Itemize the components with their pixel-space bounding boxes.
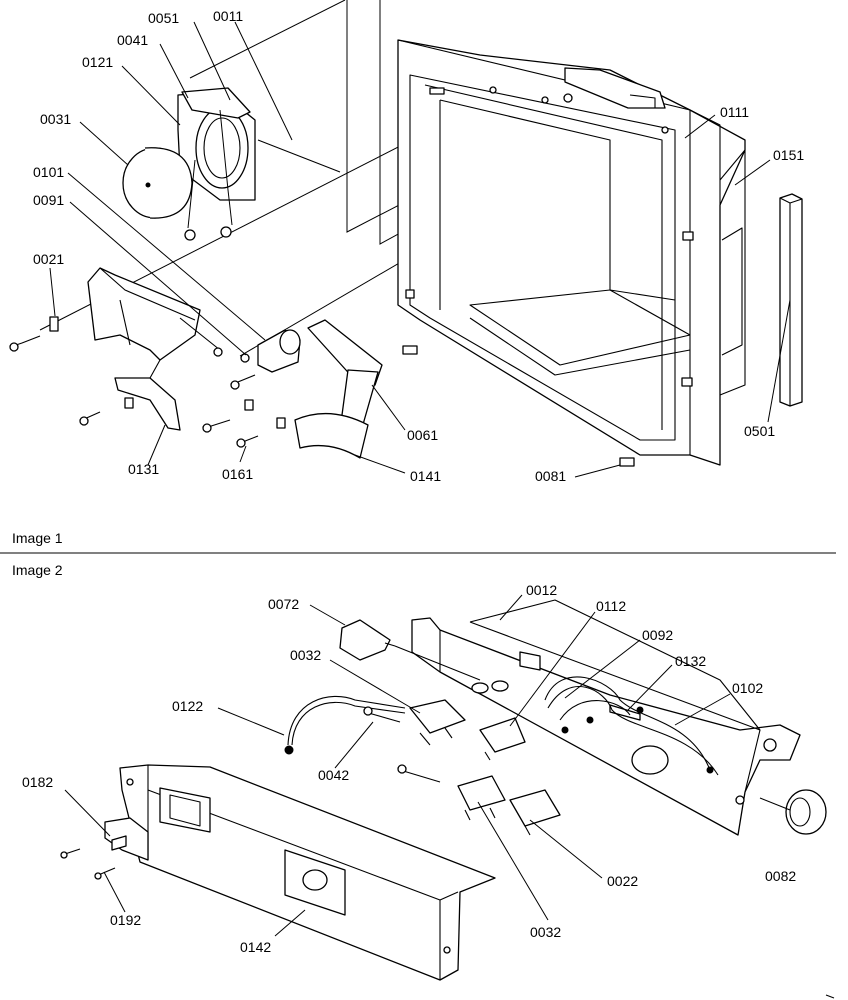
fan-shroud-part	[177, 87, 341, 241]
callout-0081: 0081	[535, 468, 566, 484]
callout-0091: 0091	[33, 192, 64, 208]
callout-0022: 0022	[607, 873, 638, 889]
knob-part	[759, 789, 827, 835]
callout-0021: 0021	[33, 251, 64, 267]
callout-0182: 0182	[22, 774, 53, 790]
callout-0092: 0092	[642, 627, 673, 643]
callout-0011: 0011	[213, 8, 243, 24]
callout-0061: 0061	[407, 427, 438, 443]
callout-0032: 0032	[290, 647, 321, 663]
panel-caption-image1: Image 1	[12, 530, 63, 546]
panel-caption-image2: Image 2	[12, 562, 63, 578]
callout-0161: 0161	[222, 466, 253, 482]
leaders-image1	[49, 21, 791, 478]
corner-arrow-mark	[825, 994, 835, 999]
damper-left-part	[87, 267, 223, 431]
callout-0041: 0041	[117, 32, 148, 48]
image2-panel: Image 2	[12, 562, 835, 999]
connector-part	[339, 619, 481, 681]
callout-0151: 0151	[773, 147, 804, 163]
callout-0132: 0132	[675, 653, 706, 669]
wire-harness-part	[544, 676, 719, 776]
callout-0121: 0121	[82, 54, 113, 70]
callout-0031: 0031	[40, 111, 71, 127]
callout-0141: 0141	[410, 468, 441, 484]
callout-0111: 0111	[720, 104, 749, 120]
callout-0501: 0501	[744, 423, 775, 439]
callout-0102: 0102	[732, 680, 763, 696]
callout-0051: 0051	[148, 10, 179, 26]
labels-image1: 0011 0051 0041 0121 0031 0101 0091 0021 …	[33, 8, 804, 484]
callout-0012: 0012	[526, 582, 557, 598]
callout-0112: 0112	[596, 598, 626, 614]
image1-panel: 0011 0051 0041 0121 0031 0101 0091 0021 …	[9, 0, 804, 546]
callout-0072: 0072	[268, 596, 299, 612]
control-housing-part	[411, 599, 801, 836]
screw-parts	[9, 316, 286, 448]
front-panel-part	[119, 764, 496, 981]
callout-0131: 0131	[128, 461, 159, 477]
callout-0101: 0101	[33, 164, 64, 180]
callout-0042: 0042	[318, 767, 349, 783]
callout-0032-second: 0032	[530, 924, 561, 940]
callout-0122: 0122	[172, 698, 203, 714]
fan-blade-part	[122, 147, 193, 219]
switch-parts	[363, 699, 561, 836]
callout-0082: 0082	[765, 868, 796, 884]
gasket-strip-part	[779, 193, 803, 407]
labels-image2: 0012 0112 0092 0132 0102 0072 0032 0122 …	[22, 582, 796, 955]
leaders-image2	[64, 594, 731, 937]
light-switch-part	[60, 817, 149, 880]
callout-0192: 0192	[110, 912, 141, 928]
callout-0142: 0142	[240, 939, 271, 955]
sensor-wire-part	[284, 696, 406, 755]
damper-motor-part	[240, 329, 301, 373]
damper-right-part	[294, 319, 635, 467]
housing-liner-part	[397, 39, 746, 466]
